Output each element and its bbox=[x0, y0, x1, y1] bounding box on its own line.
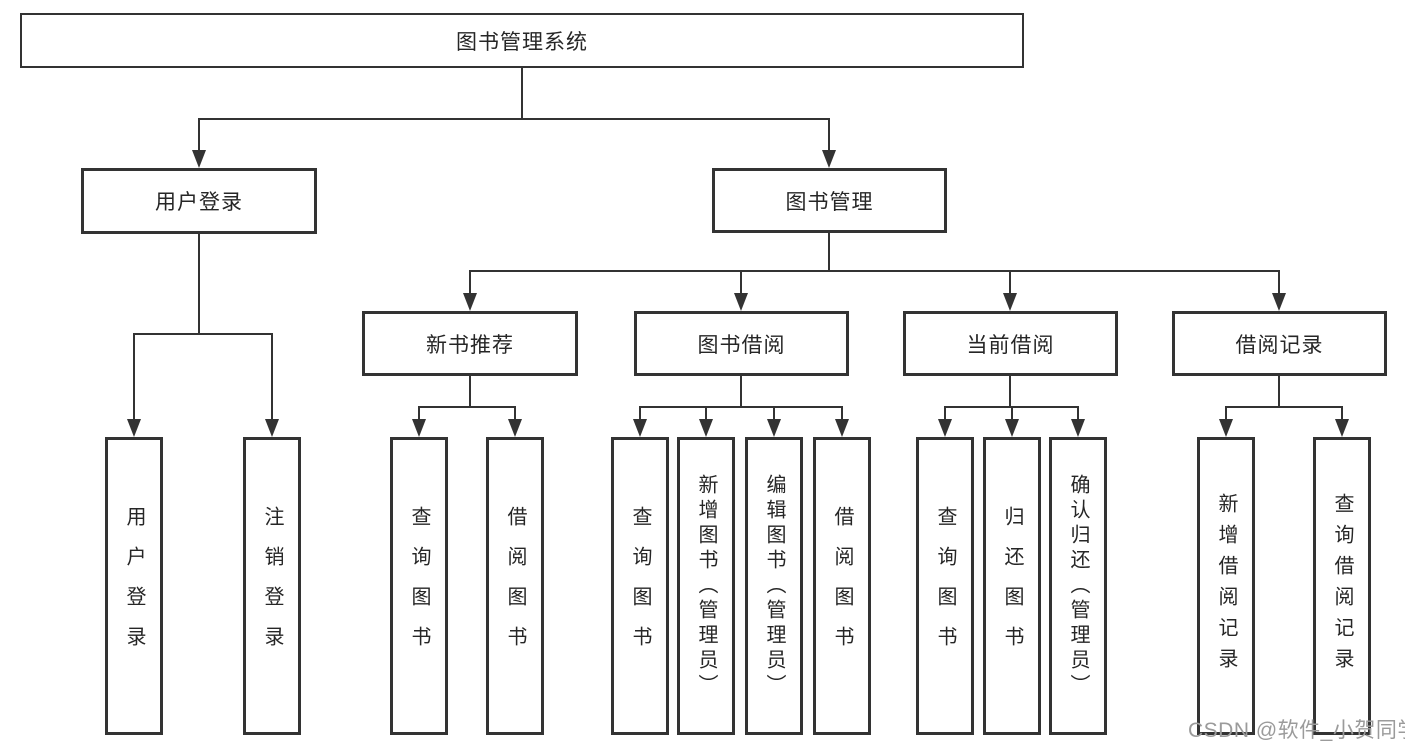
connector-line bbox=[828, 233, 830, 272]
node-label: 查询借阅记录 bbox=[1331, 493, 1353, 679]
connector-line bbox=[133, 333, 135, 423]
connector-line bbox=[639, 406, 843, 408]
leaf-return-books: 归还图书 bbox=[983, 437, 1041, 735]
node-new-book-recommendation: 新书推荐 bbox=[362, 311, 578, 376]
connector-line bbox=[1225, 406, 1342, 408]
arrowhead-down-icon bbox=[1272, 293, 1286, 311]
arrowhead-down-icon bbox=[835, 419, 849, 437]
arrowhead-down-icon bbox=[633, 419, 647, 437]
connector-line bbox=[1009, 270, 1011, 296]
arrowhead-down-icon bbox=[822, 150, 836, 168]
connector-line bbox=[469, 376, 471, 408]
leaf-search-books-1: 查询图书 bbox=[390, 437, 448, 735]
connector-line bbox=[841, 406, 843, 422]
arrowhead-down-icon bbox=[463, 293, 477, 311]
leaf-logout: 注销登录 bbox=[243, 437, 301, 735]
connector-line bbox=[1011, 406, 1013, 422]
arrowhead-down-icon bbox=[1219, 419, 1233, 437]
arrowhead-down-icon bbox=[767, 419, 781, 437]
node-label: 归还图书 bbox=[1001, 506, 1023, 666]
node-label: 查询图书 bbox=[408, 506, 430, 666]
node-label: 用户登录 bbox=[155, 191, 243, 214]
connector-line bbox=[639, 406, 641, 422]
node-label: 新增借阅记录 bbox=[1215, 493, 1237, 679]
connector-line bbox=[521, 66, 523, 120]
leaf-search-borrow-record: 查询借阅记录 bbox=[1313, 437, 1371, 735]
connector-line bbox=[773, 406, 775, 422]
node-label: 新书推荐 bbox=[426, 333, 514, 357]
connector-line bbox=[469, 270, 471, 296]
connector-line bbox=[1225, 406, 1227, 422]
connector-line bbox=[705, 406, 707, 422]
arrowhead-down-icon bbox=[192, 150, 206, 168]
connector-line bbox=[198, 118, 830, 120]
leaf-confirm-return-admin: 确认归还（管理员） bbox=[1049, 437, 1107, 735]
node-label: 图书管理 bbox=[785, 190, 874, 214]
connector-line bbox=[418, 406, 420, 422]
arrowhead-down-icon bbox=[265, 419, 279, 437]
node-label: 图书管理系统 bbox=[456, 30, 588, 54]
node-label: 借阅记录 bbox=[1235, 333, 1324, 357]
node-label: 当前借阅 bbox=[966, 333, 1055, 357]
leaf-borrow-books-1: 借阅图书 bbox=[486, 437, 544, 735]
connector-line bbox=[514, 406, 516, 422]
arrowhead-down-icon bbox=[734, 293, 748, 311]
connector-line bbox=[740, 376, 742, 408]
arrowhead-down-icon bbox=[699, 419, 713, 437]
node-label: 借阅图书 bbox=[504, 506, 526, 666]
node-label: 借阅图书 bbox=[831, 506, 853, 666]
node-label: 用户登录 bbox=[123, 506, 145, 666]
leaf-add-borrow-record: 新增借阅记录 bbox=[1197, 437, 1255, 735]
leaf-add-books-admin: 新增图书（管理员） bbox=[677, 437, 735, 735]
arrowhead-down-icon bbox=[412, 419, 426, 437]
node-label: 编辑图书（管理员） bbox=[763, 473, 785, 699]
connector-line bbox=[1278, 376, 1280, 408]
leaf-edit-books-admin: 编辑图书（管理员） bbox=[745, 437, 803, 735]
connector-line bbox=[944, 406, 946, 422]
csdn-watermark: CSDN @软件_小贺同学 bbox=[1188, 719, 1405, 742]
arrowhead-down-icon bbox=[1003, 293, 1017, 311]
node-label: 图书借阅 bbox=[697, 333, 786, 357]
connector-line bbox=[1009, 376, 1011, 408]
node-current-borrowing: 当前借阅 bbox=[903, 311, 1118, 376]
connector-line bbox=[1077, 406, 1079, 422]
arrowhead-down-icon bbox=[127, 419, 141, 437]
connector-line bbox=[271, 333, 273, 423]
arrowhead-down-icon bbox=[508, 419, 522, 437]
connector-line bbox=[198, 234, 200, 335]
arrowhead-down-icon bbox=[1005, 419, 1019, 437]
node-book-management: 图书管理 bbox=[712, 168, 947, 233]
node-label: 查询图书 bbox=[629, 506, 651, 666]
connector-line bbox=[1278, 270, 1280, 296]
connector-line bbox=[198, 118, 200, 154]
arrowhead-down-icon bbox=[1071, 419, 1085, 437]
node-user-login: 用户登录 bbox=[81, 168, 317, 234]
leaf-user-login: 用户登录 bbox=[105, 437, 163, 735]
node-book-borrowing: 图书借阅 bbox=[634, 311, 849, 376]
connector-line bbox=[469, 270, 1280, 272]
leaf-search-books-2: 查询图书 bbox=[611, 437, 669, 735]
node-label: 注销登录 bbox=[261, 506, 283, 666]
connector-line bbox=[133, 333, 273, 335]
connector-line bbox=[1341, 406, 1343, 422]
node-library-management-system: 图书管理系统 bbox=[20, 13, 1024, 68]
node-label: 新增图书（管理员） bbox=[695, 473, 717, 699]
connector-line bbox=[828, 118, 830, 154]
connector-line bbox=[418, 406, 516, 408]
arrowhead-down-icon bbox=[938, 419, 952, 437]
leaf-search-books-3: 查询图书 bbox=[916, 437, 974, 735]
node-label: 确认归还（管理员） bbox=[1067, 473, 1089, 699]
node-borrowing-records: 借阅记录 bbox=[1172, 311, 1387, 376]
leaf-borrow-books-2: 借阅图书 bbox=[813, 437, 871, 735]
arrowhead-down-icon bbox=[1335, 419, 1349, 437]
node-label: 查询图书 bbox=[934, 506, 956, 666]
connector-line bbox=[740, 270, 742, 296]
